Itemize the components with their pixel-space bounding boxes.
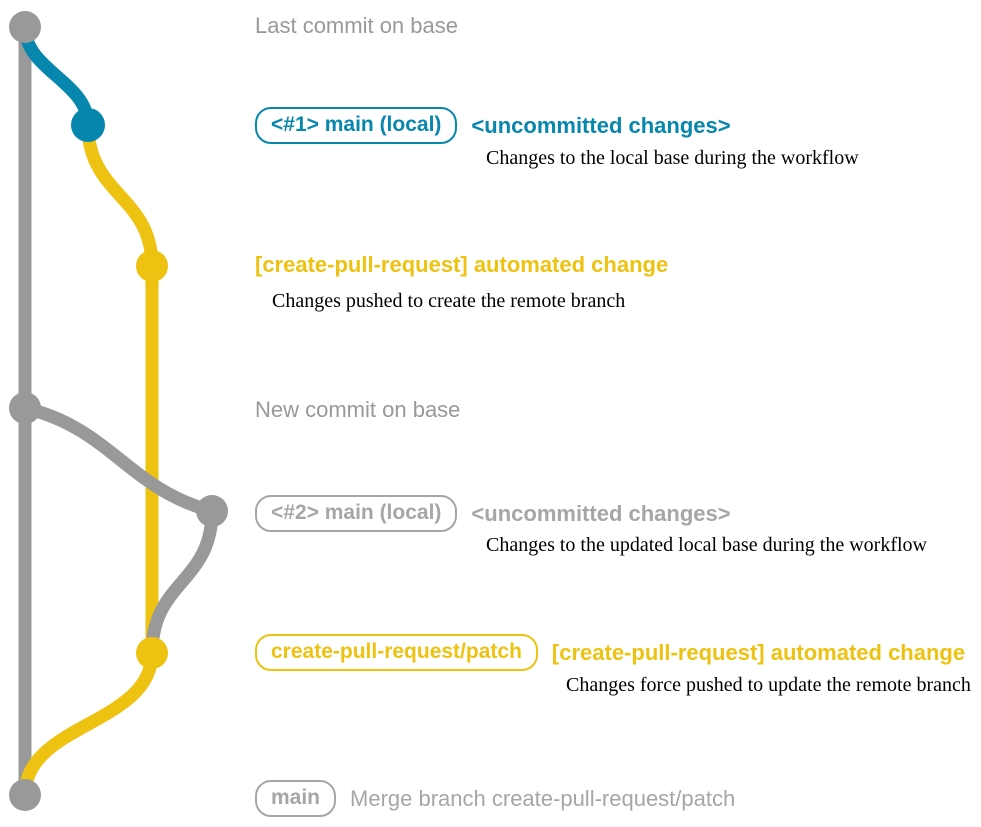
commit-subject-uncommitted-changes-2: <uncommitted changes> (471, 500, 731, 526)
edge-remote-2-to-merge (18, 646, 159, 802)
node-base-new-commit[interactable] (9, 392, 41, 424)
node-local-uncommitted-2[interactable] (196, 495, 228, 527)
branch-badge-main-local-2[interactable]: <#2> main (local) (255, 495, 458, 532)
commit-row-merge-commit: main Merge branch create-pull-request/pa… (255, 780, 735, 817)
commit-description-local-changes-1: Changes to the local base during the wor… (486, 147, 859, 169)
node-remote-automated-2[interactable] (136, 637, 168, 669)
edge-local-2-to-remote-2 (145, 504, 219, 660)
commit-subject-uncommitted-changes-1: <uncommitted changes> (471, 112, 731, 138)
commit-subject-merge-commit: Merge branch create-pull-request/patch (350, 785, 736, 811)
commit-row-local-changes-2: <#2> main (local) <uncommitted changes> (255, 495, 731, 532)
edge-local-1-to-remote-1 (81, 118, 159, 273)
node-remote-automated-1[interactable] (136, 250, 168, 282)
commit-description-local-changes-2: Changes to the updated local base during… (486, 534, 927, 556)
commit-row-automated-change-2: create-pull-request/patch [create-pull-r… (255, 634, 965, 671)
commit-description-automated-change-2: Changes force pushed to update the remot… (566, 674, 971, 696)
heading-new-commit-on-base: New commit on base (255, 397, 461, 422)
commit-row-local-changes-1: <#1> main (local) <uncommitted changes> (255, 107, 731, 144)
edge-base-to-local-2 (18, 401, 219, 518)
node-base-last-commit[interactable] (9, 11, 41, 43)
commit-subject-automated-change-2: [create-pull-request] automated change (551, 639, 966, 665)
branch-badge-main-local-1[interactable]: <#1> main (local) (255, 107, 458, 144)
node-base-merge-commit[interactable] (9, 779, 41, 811)
commit-subject-automated-change-1: [create-pull-request] automated change (255, 252, 669, 277)
branch-badge-main[interactable]: main (255, 780, 337, 817)
branch-badge-create-pull-request-patch[interactable]: create-pull-request/patch (255, 634, 538, 671)
commit-description-automated-change-1: Changes pushed to create the remote bran… (272, 290, 626, 312)
node-local-uncommitted-1[interactable] (71, 108, 105, 142)
edge-base-to-local-1 (18, 20, 95, 132)
heading-last-commit-on-base: Last commit on base (255, 13, 458, 38)
commit-row-automated-change-1: [create-pull-request] automated change (255, 254, 668, 276)
